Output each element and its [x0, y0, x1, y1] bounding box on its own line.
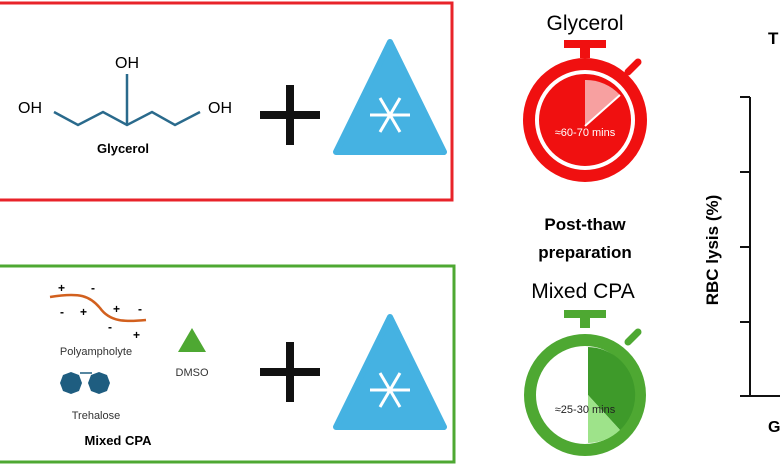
snowflake-triangle-icon [333, 39, 447, 155]
glycerol-timer-title: Glycerol [546, 12, 623, 35]
svg-text:-: - [91, 281, 95, 295]
glycerol-panel: OH OH OH Glycerol [0, 1, 454, 202]
dmso-icon [178, 328, 206, 352]
mixed-timer-duration: ≈25-30 mins [555, 404, 616, 416]
chart-title-fragment: T [768, 29, 779, 48]
mixed-cpa-stopwatch-icon: ≈25-30 mins [524, 310, 646, 456]
dmso-label: DMSO [176, 367, 209, 379]
svg-text:+: + [80, 305, 87, 319]
post-thaw-label-line2: preparation [538, 243, 632, 262]
mixed-timer-title: Mixed CPA [531, 280, 634, 303]
snowflake-triangle-icon [333, 314, 447, 430]
chart-x-label-fragment: G [768, 419, 780, 436]
glycerol-label: Glycerol [97, 141, 149, 156]
mixed-cpa-panel-border [0, 264, 456, 464]
svg-text:+: + [113, 302, 120, 316]
glycerol-structure [53, 74, 201, 127]
chart-y-axis [740, 96, 780, 397]
glycerol-panel-border [0, 1, 454, 202]
oh-left-label: OH [18, 100, 42, 117]
glycerol-timer-duration: ≈60-70 mins [555, 127, 616, 139]
polyampholyte-icon [49, 293, 147, 323]
plus-icon [260, 342, 320, 402]
oh-right-label: OH [208, 100, 232, 117]
polyampholyte-label: Polyampholyte [60, 346, 132, 358]
post-thaw-label-line1: Post-thaw [544, 215, 626, 234]
chart-y-axis-label: RBC lysis (%) [703, 195, 722, 306]
svg-text:-: - [138, 302, 142, 316]
svg-text:-: - [60, 305, 64, 319]
oh-top-label: OH [115, 55, 139, 72]
svg-text:+: + [58, 281, 65, 295]
svg-text:+: + [133, 328, 140, 342]
charges: + - - + + - - + [58, 281, 142, 342]
glycerol-stopwatch-icon: ≈60-70 mins [523, 40, 647, 182]
plus-icon [260, 85, 320, 145]
trehalose-icon [60, 372, 110, 394]
trehalose-label: Trehalose [72, 410, 121, 422]
svg-text:-: - [108, 320, 112, 334]
mixed-cpa-label: Mixed CPA [85, 433, 153, 448]
mixed-cpa-panel: + - - + + - - + Polyampholyte Trehalose … [0, 264, 456, 464]
